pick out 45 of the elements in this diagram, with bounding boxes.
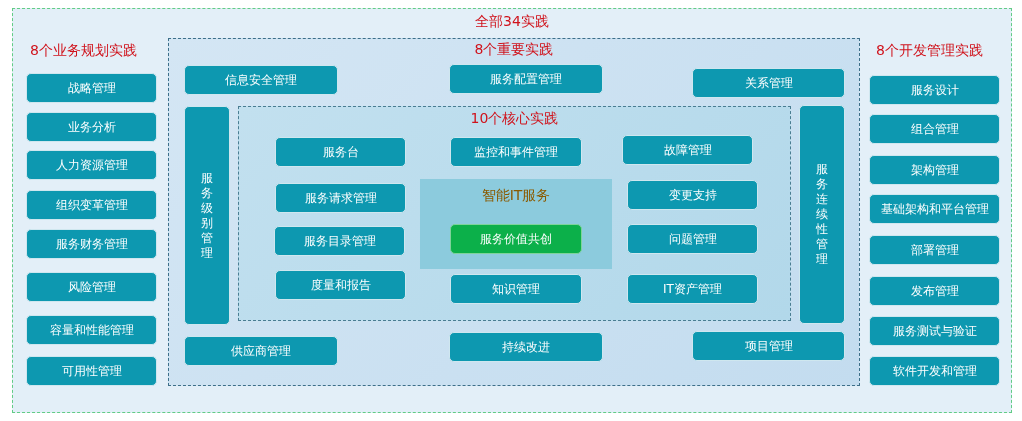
highlight-panel [420, 179, 612, 269]
practice-box: 可用性管理 [26, 356, 157, 386]
practice-box: 人力资源管理 [26, 150, 157, 180]
column-heading: 8个业务规划实践 [30, 42, 137, 60]
practice-box: 持续改进 [449, 332, 603, 362]
practice-box: 软件开发和管理 [869, 356, 1000, 386]
practice-box: 服务目录管理 [274, 226, 405, 256]
practice-box: 问题管理 [627, 224, 758, 254]
practice-box: 服务连续性管理 [799, 105, 845, 324]
practice-box: 供应商管理 [184, 336, 338, 366]
practice-box: 信息安全管理 [184, 65, 338, 95]
practice-box: 监控和事件管理 [450, 137, 582, 167]
group-title: 全部34实践 [474, 13, 550, 31]
practice-box: 服务设计 [869, 75, 1000, 105]
practice-box: 服务级别管理 [184, 106, 230, 325]
practice-box: 业务分析 [26, 112, 157, 142]
group-title: 10个核心实践 [469, 110, 560, 128]
practice-box: 风险管理 [26, 272, 157, 302]
group-panel [12, 8, 1012, 413]
group-title: 智能IT服务 [480, 187, 552, 205]
practice-box: 关系管理 [692, 68, 845, 98]
practice-box: 服务测试与验证 [869, 316, 1000, 346]
group-panel [238, 106, 791, 321]
practice-box: 变更支持 [627, 180, 758, 210]
practice-box: 服务配置管理 [449, 64, 603, 94]
practice-box: 组织变革管理 [26, 190, 157, 220]
practice-box: 基础架构和平台管理 [869, 194, 1000, 224]
practice-box: 发布管理 [869, 276, 1000, 306]
practice-box: 知识管理 [450, 274, 582, 304]
group-title: 8个重要实践 [473, 41, 555, 59]
group-panel [168, 38, 860, 386]
practice-box: 服务台 [275, 137, 406, 167]
practice-box: 服务财务管理 [26, 229, 157, 259]
practice-box: 容量和性能管理 [26, 315, 157, 345]
column-heading: 8个开发管理实践 [876, 42, 983, 60]
practice-box: IT资产管理 [627, 274, 758, 304]
practice-box: 项目管理 [692, 331, 845, 361]
practice-box: 部署管理 [869, 235, 1000, 265]
practice-box: 故障管理 [622, 135, 753, 165]
practice-box: 服务请求管理 [275, 183, 406, 213]
practice-box: 组合管理 [869, 114, 1000, 144]
highlight-box: 服务价值共创 [450, 224, 582, 254]
practice-box: 架构管理 [869, 155, 1000, 185]
practice-box: 战略管理 [26, 73, 157, 103]
practice-box: 度量和报告 [275, 270, 406, 300]
